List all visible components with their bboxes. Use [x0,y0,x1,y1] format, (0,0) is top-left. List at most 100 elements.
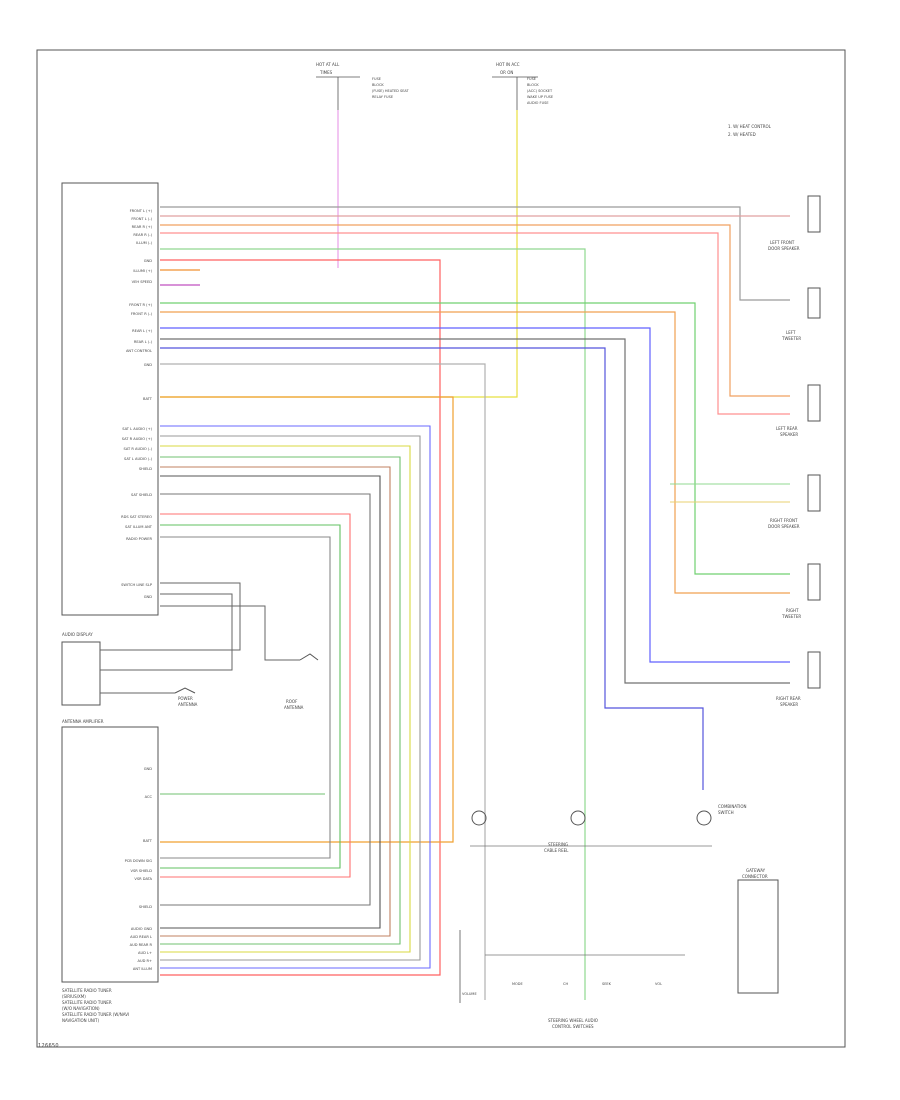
nav-label-line: SATELLITE RADIO TUNER [62,988,112,993]
pin-label: SWITCH LINE SLP [121,583,153,587]
fuse-desc: FUSE [372,77,381,81]
svg-text:LEFT FRONT: LEFT FRONT [770,240,795,245]
pin-label: FRONT R (-) [131,312,153,316]
nav-label-line: NAVIGATION UNIT) [62,1018,99,1023]
steering-switches: VOLUME MODE CH SEEK VOL STEERING WHEEL A… [459,930,685,1029]
pin-label: ACC [145,795,153,799]
roof-antenna: ROOF ANTENNA [284,653,319,710]
audio-unit-pin-labels: FRONT L (+)FRONT L (-)REAR R (+)REAR R (… [121,209,153,599]
svg-text:STEERING WHEEL AUDIO: STEERING WHEEL AUDIO [548,1018,598,1023]
power-antenna: POWER ANTENNA [174,687,198,707]
svg-text:POWER: POWER [178,696,193,701]
nav-label-line: (SIRIUS/XM) [62,994,86,999]
power-source-left: HOT AT ALL TIMES FUSE BLOCK (FUSE) HEATE… [316,62,410,110]
fuse-desc: BLOCK [527,83,539,87]
speaker-rr: RIGHT REAR SPEAKER [776,651,821,707]
antenna-amp-label: ANTENNA AMPLIFIER [62,719,104,724]
display-box [61,641,101,706]
nav-label-line: (W/O NAVIGATION) [62,1006,100,1011]
pin-label: ANT CONTROL [126,349,152,353]
fuse-desc: RELAY FUSE [372,95,393,99]
svg-text:TWEETER: TWEETER [781,614,801,619]
pin-label: GND [144,363,152,367]
antenna-wires [100,582,300,694]
pin-label: GND [144,259,152,263]
note-line: 2. W/ HEATED [728,132,756,137]
display-label: AUDIO DISPLAY [62,632,93,637]
svg-text:RIGHT: RIGHT [786,608,799,613]
pin-label: GND [144,767,152,771]
pin-label: VSR DATA [134,877,152,881]
svg-text:VOLUME: VOLUME [462,992,477,996]
pin-label: SAT L AUDIO (+) [122,427,152,431]
fuse-desc: (FUSE) HEATED SEAT [372,89,410,93]
pin-label: VSR SHIELD [131,869,153,873]
fuse-desc: AUDIO FUSE [527,101,549,105]
pin-label: BATT [143,397,153,401]
svg-text:VOL: VOL [655,982,662,986]
diagram-frame [36,49,846,1048]
svg-text:DOOR SPEAKER: DOOR SPEAKER [768,246,800,251]
nav-label-line: SATELLITE RADIO TUNER [62,1000,112,1005]
fuse-desc: FUSE [527,77,536,81]
svg-text:ROOF: ROOF [286,699,298,704]
fuse-desc: (ACC) SOCKET [527,89,553,93]
pin-label: FRONT L (+) [130,209,153,213]
speaker-lr: LEFT REAR SPEAKER [776,384,821,437]
speaker-lf: LEFT FRONT DOOR SPEAKER [768,195,821,251]
combination-switch: COMBINATION SWITCH [718,804,747,815]
svg-text:LEFT REAR: LEFT REAR [776,426,798,431]
pin-label: SAT R AUDIO (-) [124,447,153,451]
pin-label: RDS SAT STEREO [121,515,152,519]
gateway-connector: GATEWAY CONNECTOR [737,868,779,994]
pin-label: SHIELD [139,905,152,909]
pin-label: ILLUMI (+) [133,269,152,273]
svg-text:CONTROL SWITCHES: CONTROL SWITCHES [552,1024,594,1029]
tweeter-r: RIGHT TWEETER [781,563,821,619]
speaker-rf: RIGHT FRONT DOOR SPEAKER [670,474,821,529]
svg-text:CONNECTOR: CONNECTOR [742,874,768,879]
svg-text:ANTENNA: ANTENNA [178,702,198,707]
svg-text:GATEWAY: GATEWAY [746,868,766,873]
sat-audio-wires [160,425,431,969]
power-source-label: HOT AT ALL [316,62,340,67]
pin-label: SHIELD [139,467,152,471]
svg-text:CABLE REEL: CABLE REEL [544,848,569,853]
svg-text:TWEETER: TWEETER [781,336,801,341]
svg-text:CH: CH [563,982,568,986]
tweeter-l: LEFT TWEETER [781,287,821,341]
speaker-wires [160,206,790,1000]
pin-label: SAT SHIELD [131,493,152,497]
pin-label: GND [144,595,152,599]
power-source-label: OR ON [500,70,513,75]
svg-text:SPEAKER: SPEAKER [780,702,798,707]
pin-label: ILLUM (-) [136,241,152,245]
pin-label: REAR L (-) [134,340,153,344]
svg-text:RIGHT FRONT: RIGHT FRONT [770,518,798,523]
pin-label: REAR L (+) [132,329,152,333]
pin-label: PCB DOWN SIG [125,859,153,863]
svg-text:RIGHT REAR: RIGHT REAR [776,696,801,701]
fuse-desc: BLOCK [372,83,384,87]
pin-label: ANT ILLUM [133,967,152,971]
pin-label: RADIO POWER [126,537,152,541]
power-source-right: HOT IN ACC OR ON FUSE BLOCK (ACC) SOCKET… [492,62,553,110]
note-line: 1. W/ HEAT CONTROL [728,124,772,129]
fuse-desc: WAKE UP FUSE [527,95,553,99]
svg-text:DOOR SPEAKER: DOOR SPEAKER [768,524,800,529]
pin-label: VEH SPEED [132,280,153,284]
svg-text:MODE: MODE [512,982,523,986]
pin-label: AUD L+ [138,951,152,955]
svg-text:STEERING: STEERING [548,842,568,847]
svg-text:ANTENNA: ANTENNA [284,705,304,710]
pin-label: SAT L AUDIO (-) [124,457,153,461]
nav-label-line: SATELLITE RADIO TUNER (W/NAVI [62,1012,129,1017]
pin-label: SAT ILLUM ANT [125,525,153,529]
sat-tuner-box [61,726,159,983]
pin-label: AUD REAR R [130,943,153,947]
svg-text:SPEAKER: SPEAKER [780,432,798,437]
nav-label-block: SATELLITE RADIO TUNER (SIRIUS/XM) SATELL… [62,988,129,1023]
pin-label: REAR R (-) [133,233,152,237]
